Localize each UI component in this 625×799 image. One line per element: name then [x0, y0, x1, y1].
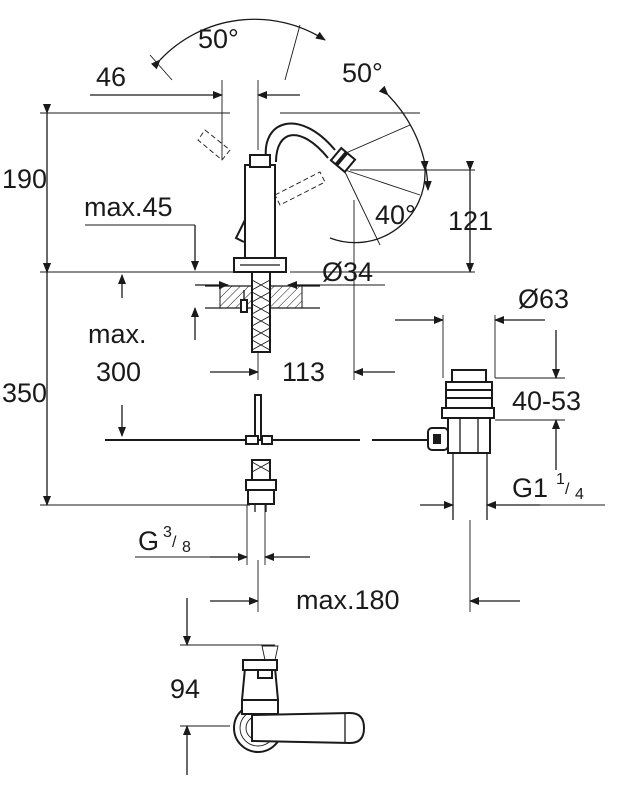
total-height-label: 190: [2, 164, 47, 194]
dimension-labels: 50° 50° 46 190 max.45 40° 121 Ø34 Ø63 ma…: [2, 24, 584, 704]
max-hose-label-line1: max.: [88, 319, 147, 349]
top-view-depth-label: 94: [170, 674, 200, 704]
svg-text:4: 4: [575, 486, 584, 503]
svg-text:1: 1: [556, 471, 565, 488]
base-diameter-label: Ø34: [322, 257, 373, 287]
spout-offset-label: 46: [96, 62, 126, 92]
svg-text:G: G: [138, 526, 159, 556]
spout-reach-label: 113: [282, 357, 325, 387]
angle-lower-label: 40°: [375, 200, 416, 230]
waste-fitting: [427, 369, 495, 520]
svg-text:3: 3: [163, 524, 172, 541]
waste-adjust-label: 40-53: [512, 386, 581, 416]
max-hose-label-line2: 300: [96, 357, 141, 387]
svg-text:G1: G1: [512, 473, 548, 503]
flexible-hoses: [240, 271, 277, 512]
svg-text:8: 8: [182, 539, 191, 556]
max-deck-label: max.45: [84, 192, 173, 222]
below-deck-label: 350: [2, 378, 47, 408]
waste-thread-label: G1 1 / 4: [512, 471, 584, 503]
spout-height-label: 121: [448, 206, 493, 236]
inlet-thread-label: G 3 / 8: [138, 524, 191, 556]
svg-text:/: /: [565, 481, 570, 498]
angle-right-label: 50°: [342, 58, 383, 88]
faucet-top-view: [233, 645, 366, 753]
max-rod-label: max.180: [296, 585, 400, 615]
svg-text:/: /: [172, 534, 177, 551]
popup-rod: [105, 394, 432, 445]
angle-top-label: 50°: [198, 24, 239, 54]
dimension-lines: [40, 18, 605, 775]
waste-diameter-label: Ø63: [518, 284, 569, 314]
deck-section: [205, 285, 320, 309]
